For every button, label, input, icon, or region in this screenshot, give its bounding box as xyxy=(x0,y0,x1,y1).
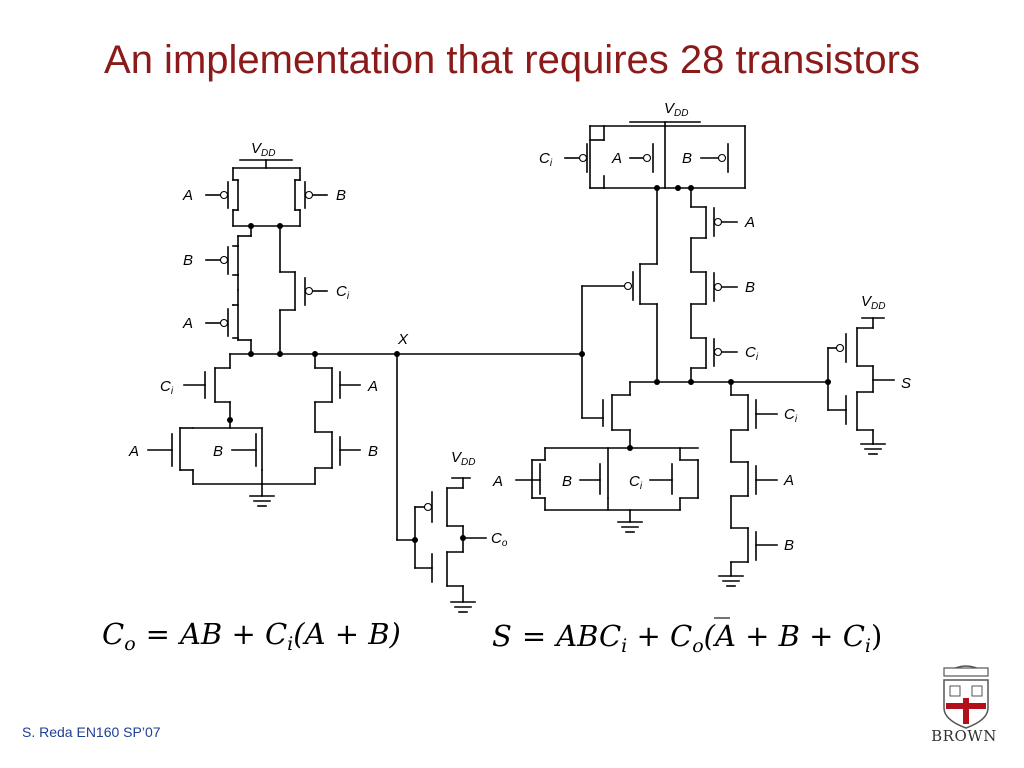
vdd-label: VDD xyxy=(664,100,688,119)
input-label-a: A xyxy=(182,187,193,204)
input-label-b: B xyxy=(336,187,346,204)
carry-pull-up-network xyxy=(205,159,328,355)
node-x-bus xyxy=(229,351,585,357)
brown-shield-logo xyxy=(943,665,989,729)
vdd-label: VDD xyxy=(251,140,275,159)
input-label-a: A xyxy=(182,315,193,332)
output-label-s: S xyxy=(901,375,911,392)
svg-text:S=ABCi + Co(A + B + Ci): S=ABCi + Co(A + B + Ci) xyxy=(492,619,882,657)
input-label-ci: Ci xyxy=(784,406,798,425)
carry-equation: Co=AB + Ci(A + B) xyxy=(102,617,401,655)
sum-equation: S=ABCi + Co(A + B + Ci) xyxy=(492,617,882,657)
vdd-label: VDD xyxy=(451,449,475,468)
input-label-b: B xyxy=(682,150,692,167)
input-label-b: B xyxy=(745,279,755,296)
input-label-ci: Ci xyxy=(336,283,350,302)
input-label-a: A xyxy=(744,214,755,231)
input-label-a: A xyxy=(611,150,622,167)
input-label-b: B xyxy=(562,473,572,490)
slide-footer: S. Reda EN160 SP’07 xyxy=(22,724,161,740)
circuit-labels: VDD VDD VDD VDD A B B Ci A Ci A A B B X … xyxy=(128,100,911,554)
input-label-b: B xyxy=(213,443,223,460)
input-label-ci: Ci xyxy=(160,378,174,397)
input-label-b: B xyxy=(784,537,794,554)
input-label-ci: Ci xyxy=(745,344,759,363)
logo-wordmark: BROWN xyxy=(931,727,997,745)
vdd-label: VDD xyxy=(861,293,885,312)
input-label-a: A xyxy=(492,473,503,490)
input-label-a: A xyxy=(128,443,139,460)
carry-pull-down-network xyxy=(147,353,361,507)
node-label-x: X xyxy=(397,331,409,348)
input-label-b: B xyxy=(183,252,193,269)
input-label-a: A xyxy=(783,472,794,489)
sum-pull-down-network xyxy=(515,379,831,587)
input-label-ci: Ci xyxy=(629,473,643,492)
input-label-a: A xyxy=(367,378,378,395)
carry-output-inverter xyxy=(396,353,487,613)
input-label-ci: Ci xyxy=(539,150,553,169)
sum-pull-up-network xyxy=(564,121,746,419)
input-label-b: B xyxy=(368,443,378,460)
slide-title: An implementation that requires 28 trans… xyxy=(104,38,920,82)
svg-text:Co=AB + Ci(A + B): Co=AB + Ci(A + B) xyxy=(102,617,401,655)
sum-output-inverter xyxy=(827,317,895,455)
output-label-co: Co xyxy=(491,530,508,549)
